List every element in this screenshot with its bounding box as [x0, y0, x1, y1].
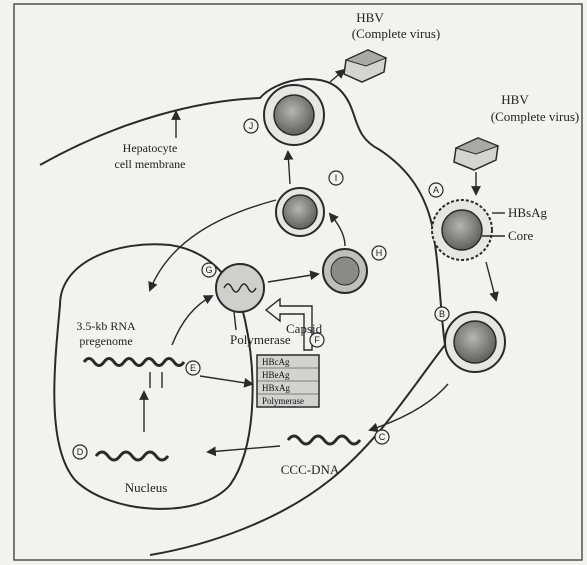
arrow-a-to-b: [486, 262, 496, 300]
hbv-right-subtitle: (Complete virus): [491, 109, 579, 124]
step-marker-e: E: [186, 361, 200, 375]
arrow-rna-to-proteins: [200, 376, 252, 384]
hepatocyte-label-line2: cell membrane: [115, 157, 186, 171]
nucleus-label: Nucleus: [125, 480, 168, 495]
hbv-right-title: HBV: [501, 92, 529, 107]
arrow-b-to-c: [370, 384, 448, 430]
svg-text:I: I: [335, 173, 338, 183]
svg-text:B: B: [439, 309, 445, 319]
virion-i: [276, 188, 324, 236]
step-marker-b: B: [435, 307, 449, 321]
core-label: Core: [508, 228, 534, 243]
virion-j: [264, 85, 324, 145]
polymerase-pointer: [234, 312, 236, 330]
hepatocyte-membrane: [40, 79, 445, 555]
svg-text:A: A: [433, 185, 439, 195]
arrow-h-to-i: [330, 214, 345, 246]
virion-b: [445, 312, 505, 372]
step-marker-h: H: [372, 246, 386, 260]
virion-a: [432, 200, 492, 260]
svg-text:D: D: [77, 447, 84, 457]
hbv-top-title: HBV: [356, 10, 384, 25]
svg-text:E: E: [190, 363, 196, 373]
hbv-entry-virus-icon: [454, 138, 498, 170]
capsid-label: Capsid: [286, 321, 323, 336]
arrow-g-to-h: [268, 274, 318, 282]
step-marker-c: C: [375, 430, 389, 444]
svg-text:F: F: [314, 335, 320, 345]
step-marker-j: J: [244, 119, 258, 133]
ccc-dna-wave: [288, 436, 360, 444]
svg-text:J: J: [249, 121, 254, 131]
exit-arrow: [330, 70, 344, 82]
protein-polymerase: Polymerase: [262, 396, 304, 406]
rna-label-line2: pregenome: [79, 334, 132, 348]
hbv-exit-virus-icon: [344, 50, 386, 82]
capsid-h: [323, 249, 367, 293]
protein-hbeag: HBeAg: [262, 370, 290, 380]
arrow-i-to-j: [288, 152, 290, 184]
hepatocyte-label-line1: Hepatocyte: [123, 141, 178, 155]
step-marker-g: G: [202, 263, 216, 277]
polymerase-label: Polymerase: [230, 332, 291, 347]
step-marker-i: I: [329, 171, 343, 185]
step-marker-a: A: [429, 183, 443, 197]
rna-label-line1: 3.5-kb RNA: [76, 319, 136, 333]
arrow-rna-to-g: [172, 296, 212, 345]
hbsag-label: HBsAg: [508, 205, 548, 220]
protein-hbxag: HBxAg: [262, 383, 291, 393]
svg-text:G: G: [205, 265, 212, 275]
hbv-top-subtitle: (Complete virus): [352, 26, 440, 41]
nuclear-dna-wave: [96, 452, 168, 460]
capsid-g: [216, 264, 264, 312]
step-marker-d: D: [73, 445, 87, 459]
rna-pregenome-wave: [84, 359, 184, 366]
arrow-c-to-d: [208, 446, 280, 452]
protein-hbcag: HBcAg: [262, 357, 290, 367]
svg-text:H: H: [376, 248, 383, 258]
ccc-dna-label: CCC-DNA: [281, 462, 340, 477]
svg-text:C: C: [379, 432, 386, 442]
